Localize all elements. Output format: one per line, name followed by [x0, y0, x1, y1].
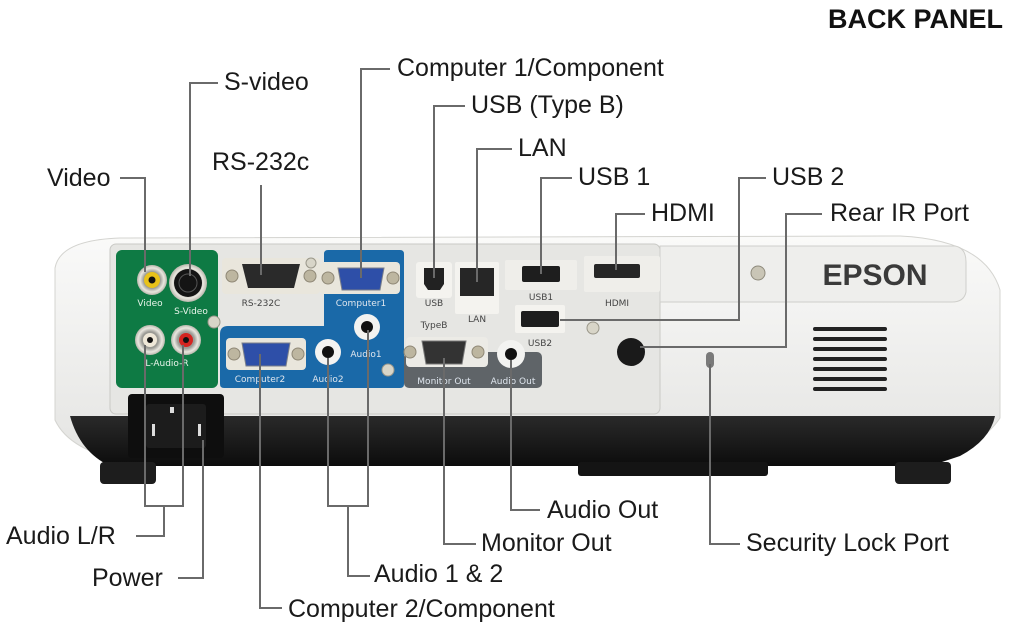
rs232c-port: RS-232C: [222, 257, 320, 309]
panel-label-s-video: S-Video: [174, 307, 208, 317]
panel-label-rs232c: RS-232C: [242, 299, 281, 309]
leader-lan: [476, 148, 512, 282]
callout-audio-out: Audio Out: [547, 496, 659, 524]
callout-lan: LAN: [518, 134, 567, 162]
panel-label-audio-out: Audio Out: [491, 377, 536, 387]
panel-label-usb2: USB2: [528, 339, 552, 349]
security-lock-port: [706, 352, 714, 368]
foot-left: [100, 462, 156, 484]
callout-s-video: S-video: [224, 68, 309, 96]
vent-grille: [813, 327, 887, 391]
gray-output-panel: Monitor Out Audio Out: [403, 337, 542, 388]
callout-computer2: Computer 2/Component: [288, 595, 555, 623]
leader-rear-ir: [640, 213, 822, 348]
panel-label-lan: LAN: [468, 315, 486, 325]
callout-usb-type-b: USB (Type B): [471, 91, 624, 119]
panel-label-audio1: Audio1: [350, 350, 381, 360]
leader-s-video: [189, 82, 218, 276]
callout-audio12: Audio 1 & 2: [374, 560, 504, 588]
callout-hdmi: HDMI: [651, 199, 715, 227]
panel-label-usb-type: TypeB: [420, 321, 448, 331]
leader-security-lock: [709, 364, 740, 545]
power-inlet: [128, 394, 224, 458]
callout-monitor-out: Monitor Out: [481, 529, 612, 557]
callout-rs232c: RS-232c: [212, 148, 310, 176]
leader-monitor-out: [443, 358, 476, 545]
callout-computer1: Computer 1/Component: [397, 54, 664, 82]
leader-lines: [120, 68, 822, 609]
digital-ports: USB TypeB LAN USB1 HDMI USB2: [416, 256, 766, 368]
panel-label-usb1: USB1: [529, 293, 553, 303]
callout-power: Power: [92, 564, 163, 592]
green-av-panel: Video S-Video L-Audio-R: [116, 250, 218, 388]
leader-video: [120, 177, 146, 272]
panel-label-audio-lr: L-Audio-R: [145, 359, 188, 369]
panel-label-usb: USB: [425, 299, 443, 309]
leader-usb1: [540, 177, 572, 274]
callout-security-lock: Security Lock Port: [746, 529, 949, 557]
leader-audio-out: [510, 360, 540, 511]
rear-ir-port: [617, 338, 645, 366]
leader-usb-type-b: [433, 105, 465, 278]
panel-label-computer1: Computer1: [336, 299, 386, 309]
leader-hdmi: [615, 213, 645, 270]
usb-type-b-port: [424, 268, 444, 290]
callout-audio-lr: Audio L/R: [6, 522, 116, 550]
leader-power: [178, 440, 204, 579]
leader-audio12-stem: [347, 506, 370, 577]
hdmi-port: [594, 264, 640, 278]
leader-usb2: [560, 177, 766, 321]
brand-logo: EPSON: [822, 259, 927, 292]
callout-usb1: USB 1: [578, 163, 651, 191]
leader-computer2: [259, 354, 282, 609]
leader-audio-lr-stem: [136, 506, 165, 537]
callout-usb2: USB 2: [772, 163, 845, 191]
foot-right: [895, 462, 951, 484]
callout-rear-ir: Rear IR Port: [830, 199, 969, 227]
callout-video: Video: [47, 164, 111, 192]
panel-label-video: Video: [137, 299, 163, 309]
diagram-title: BACK PANEL: [828, 4, 1003, 34]
panel-label-hdmi: HDMI: [605, 299, 629, 309]
blue-computer-panel: Computer1 Audio1 Computer2 Audio2: [207, 250, 404, 388]
usb2-port: [521, 311, 559, 327]
leader-computer1: [360, 68, 390, 278]
